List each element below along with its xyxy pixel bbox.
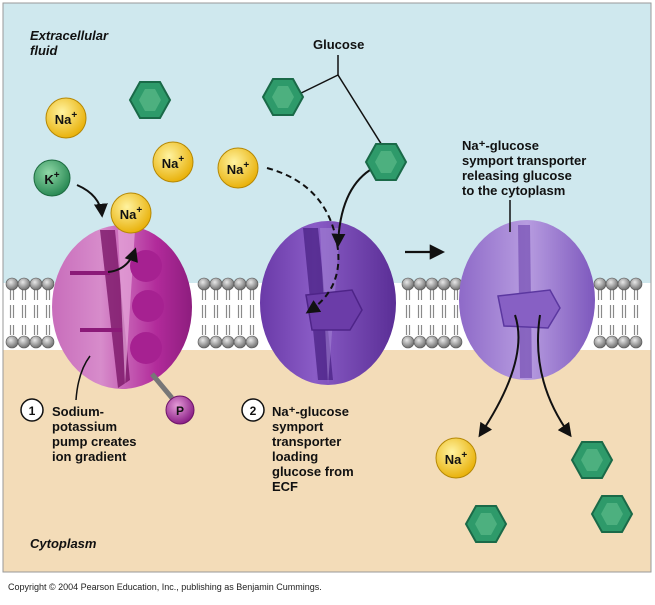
lipid-head [437,277,451,291]
copyright-notice: Copyright © 2004 Pearson Education, Inc.… [8,582,322,592]
sodium-ion-label: Na+ [55,110,78,127]
lipid-head [17,335,31,349]
lipid-head [245,277,259,291]
sodium-ion [45,97,87,139]
potassium-ion-label: K+ [44,170,59,187]
lipid-head [629,335,643,349]
step2-label-line: Na⁺-glucose [272,404,349,419]
symporter-loading [260,221,396,385]
lipid-head [197,335,211,349]
glucose-leader-right [337,74,386,151]
glucose-molecule [464,505,508,543]
lipid-head [449,335,463,349]
step-2-number: 2 [250,404,257,418]
glucose-molecule [261,78,305,116]
sodium-ion-label: Na+ [445,450,468,467]
symporter-releasing [459,220,595,380]
glucose-molecule [364,143,408,181]
lipid-head [29,335,43,349]
lipid-head [401,277,415,291]
na-exit-arrow [107,247,138,273]
step2-label-line: glucose from [272,464,354,479]
lipid-head [209,277,223,291]
sodium-potassium-pump [52,225,192,400]
releasing-label-line: symport transporter [462,153,587,168]
step1-label-line: potassium [52,419,118,434]
lipid-head [197,277,211,291]
sodium-ion [152,141,194,183]
glucose-entry-arrow [331,169,371,248]
step1-label-line: Sodium- [52,404,104,419]
lipid-head [425,335,439,349]
cytoplasm-label: Cytoplasm [30,536,97,551]
extracellular-label-line: fluid [30,43,58,58]
sodium-ion [217,147,259,189]
lipid-head [629,277,643,291]
lipid-head [209,335,223,349]
step-1-label: Sodium- potassium pump creates ion gradi… [52,404,137,464]
lipid-head [221,335,235,349]
phosphate-label: P [176,404,184,418]
releasing-label-line: to the cytoplasm [462,183,566,198]
sodium-ion [110,192,152,234]
phosphate-group [165,395,195,425]
lipid-head [245,335,259,349]
glucose-molecule [590,495,634,533]
lipid-head [413,277,427,291]
lipid-head [41,277,55,291]
lipid-head [617,277,631,291]
releasing-label-line: releasing glucose [462,168,572,183]
phospholipid-bilayer [5,277,643,349]
step-2-badge [241,398,265,422]
step1-label-line: ion gradient [52,449,127,464]
step2-label-line: symport [272,419,324,434]
potassium-ion [33,159,71,197]
sodium-ion [435,437,477,479]
step-1-number: 1 [29,404,36,418]
releasing-label-line: Na⁺-glucose [462,138,539,153]
sodium-ion-label: Na+ [227,160,250,177]
lipid-head [401,335,415,349]
lipid-head [17,277,31,291]
lipid-head [233,277,247,291]
lipid-head [41,335,55,349]
lipid-head [437,335,451,349]
step1-label-line: pump creates [52,434,137,449]
glucose-molecule [570,441,614,479]
k-entry-arrow [76,184,108,218]
releasing-transporter-label: Na⁺-glucose symport transporter releasin… [462,138,586,198]
step2-label-line: ECF [272,479,298,494]
step2-label-line: transporter [272,434,342,449]
glucose-molecule [128,81,172,119]
lipid-head [617,335,631,349]
lipid-head [593,335,607,349]
lipid-head [413,335,427,349]
step1-leader [75,355,91,401]
step2-label-line: loading [272,449,319,464]
step-1-badge [20,398,44,422]
sodium-ion-label: Na+ [120,205,143,222]
glucose-label: Glucose [313,37,365,52]
step-2-label: Na⁺-glucose symport transporter loading … [272,404,354,494]
sodium-ion-label: Na+ [162,154,185,171]
diagram-frame [2,2,652,573]
na-release-arrow [478,314,520,438]
glucose-release-arrow [537,314,572,438]
lipid-head [29,277,43,291]
lipid-head [425,277,439,291]
lipid-head [605,335,619,349]
lipid-head [593,277,607,291]
lipid-head [233,335,247,349]
lipid-head [5,335,19,349]
extracellular-label-line: Extracellular [30,28,109,43]
extracellular-label: Extracellular fluid [30,28,108,58]
lipid-head [221,277,235,291]
lipid-head [5,277,19,291]
lipid-head [605,277,619,291]
